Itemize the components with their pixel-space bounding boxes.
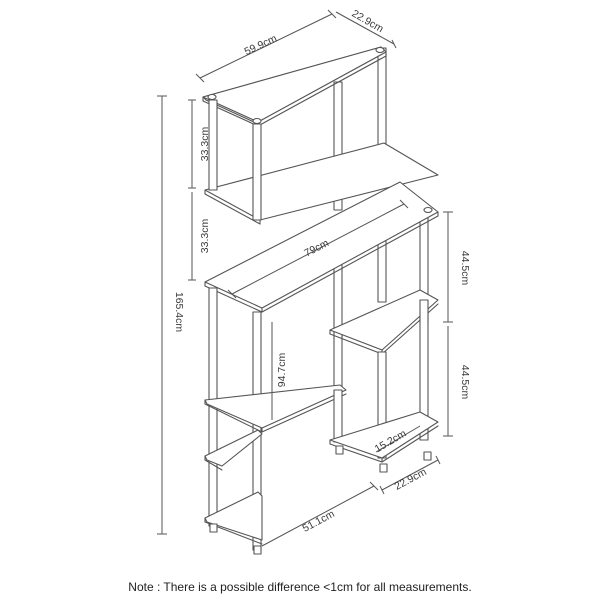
- dimension-lines: [157, 9, 453, 547]
- measurement-note: Note : There is a possible difference <1…: [128, 580, 472, 594]
- label-top-depth: 22.9cm: [350, 8, 386, 36]
- label-side-gap-2: 44.5cm: [459, 365, 471, 400]
- tower-front-posts: [208, 99, 262, 221]
- label-lower-width: 51.1cm: [301, 508, 337, 535]
- side-shelf-middle: [329, 289, 439, 351]
- label-side-gap-1: 44.5cm: [459, 251, 471, 286]
- side-shelf-bottom: [329, 411, 439, 459]
- label-upper-gap-1: 33.3cm: [199, 127, 211, 162]
- label-top-width: 59.9cm: [243, 32, 280, 58]
- label-side-base-depth: 22.9cm: [393, 466, 429, 493]
- shelf-upper-middle: [204, 142, 439, 221]
- shelf-bottom: [204, 491, 263, 541]
- shelf-lower-2: [204, 429, 263, 467]
- label-desk-height: 94.7cm: [276, 353, 288, 388]
- label-upper-gap-2: 33.3cm: [199, 219, 211, 254]
- shelf-lower-1: [204, 384, 347, 429]
- label-total-height: 165.4cm: [173, 292, 185, 333]
